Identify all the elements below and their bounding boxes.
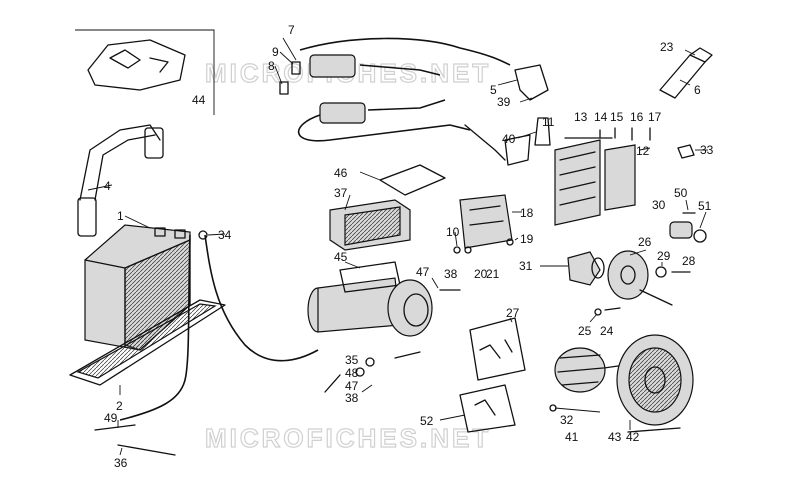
label-7: 7 xyxy=(288,23,295,37)
part-45-starter xyxy=(307,261,433,337)
label-44: 44 xyxy=(192,93,206,107)
label-19: 19 xyxy=(520,232,534,246)
label-51: 51 xyxy=(698,199,712,213)
label-40: 40 xyxy=(502,132,516,146)
label-8: 8 xyxy=(268,59,275,73)
part-43-stator xyxy=(616,334,694,433)
part-24-25-screws xyxy=(589,307,621,323)
label-38-top: 38 xyxy=(444,267,458,281)
label-36: 36 xyxy=(114,456,128,470)
label-1: 1 xyxy=(117,209,124,223)
part-labels: 1 2 4 5 6 7 8 9 10 11 12 13 14 15 16 17 … xyxy=(104,23,714,470)
watermark-bottom: MICROFICHES.NET xyxy=(205,423,491,453)
label-37: 37 xyxy=(334,186,348,200)
part-1-battery xyxy=(84,215,191,351)
label-27: 27 xyxy=(506,306,520,320)
label-47-top: 47 xyxy=(416,265,430,279)
label-16: 16 xyxy=(630,110,644,124)
label-50: 50 xyxy=(674,186,688,200)
part-31-brush-holder xyxy=(540,251,605,286)
label-5: 5 xyxy=(490,83,497,97)
part-12-plates xyxy=(554,127,651,226)
label-12: 12 xyxy=(636,144,650,158)
label-24: 24 xyxy=(600,324,614,338)
label-35: 35 xyxy=(345,353,359,367)
label-25: 25 xyxy=(578,324,592,338)
part-screws-10-21 xyxy=(453,231,519,254)
label-23: 23 xyxy=(660,40,674,54)
label-48: 48 xyxy=(345,366,359,380)
label-6: 6 xyxy=(694,83,701,97)
part-23-6-plug-cap xyxy=(659,47,713,99)
label-13: 13 xyxy=(574,110,588,124)
label-49: 49 xyxy=(104,411,118,425)
label-34: 34 xyxy=(218,228,232,242)
label-41: 41 xyxy=(565,430,579,444)
part-37-box xyxy=(329,194,411,251)
label-17: 17 xyxy=(648,110,662,124)
label-46: 46 xyxy=(334,166,348,180)
label-42: 42 xyxy=(626,430,640,444)
label-2: 2 xyxy=(116,399,123,413)
part-34-cable xyxy=(119,230,319,421)
part-coils xyxy=(274,37,549,161)
label-45: 45 xyxy=(334,250,348,264)
label-18: 18 xyxy=(520,206,534,220)
part-30-50-51 xyxy=(669,199,707,243)
label-30: 30 xyxy=(652,198,666,212)
part-46-bag xyxy=(359,164,446,196)
part-49-36-cable-end xyxy=(94,420,176,456)
label-15: 15 xyxy=(610,110,624,124)
part-32-41-rotor xyxy=(549,347,626,413)
part-bolts-47-38 xyxy=(324,277,461,393)
label-11: 11 xyxy=(542,115,555,129)
label-33: 33 xyxy=(700,143,714,157)
label-28: 28 xyxy=(682,254,696,268)
label-10: 10 xyxy=(446,225,460,239)
part-27-bag xyxy=(469,317,526,381)
label-39: 39 xyxy=(497,95,511,109)
part-2-tray xyxy=(69,299,226,395)
label-26: 26 xyxy=(638,235,652,249)
part-11-40-plug xyxy=(504,117,551,166)
part-44-bag xyxy=(75,29,215,115)
label-47-bottom: 47 xyxy=(345,379,359,393)
label-52: 52 xyxy=(420,414,434,428)
label-43: 43 xyxy=(608,430,622,444)
label-4: 4 xyxy=(104,179,111,193)
label-32: 32 xyxy=(560,413,574,427)
label-14: 14 xyxy=(594,110,608,124)
label-29: 29 xyxy=(657,249,671,263)
part-4-strap xyxy=(77,124,164,237)
label-21: 21 xyxy=(486,267,500,281)
label-31: 31 xyxy=(519,259,533,273)
label-20: 20 xyxy=(474,267,488,281)
label-9: 9 xyxy=(272,45,279,59)
label-38: 38 xyxy=(345,391,359,405)
part-18-regulator xyxy=(459,194,522,249)
part-52-bag xyxy=(439,384,516,433)
part-26-rotor-plate xyxy=(607,249,691,306)
part-33-clip xyxy=(677,144,708,159)
